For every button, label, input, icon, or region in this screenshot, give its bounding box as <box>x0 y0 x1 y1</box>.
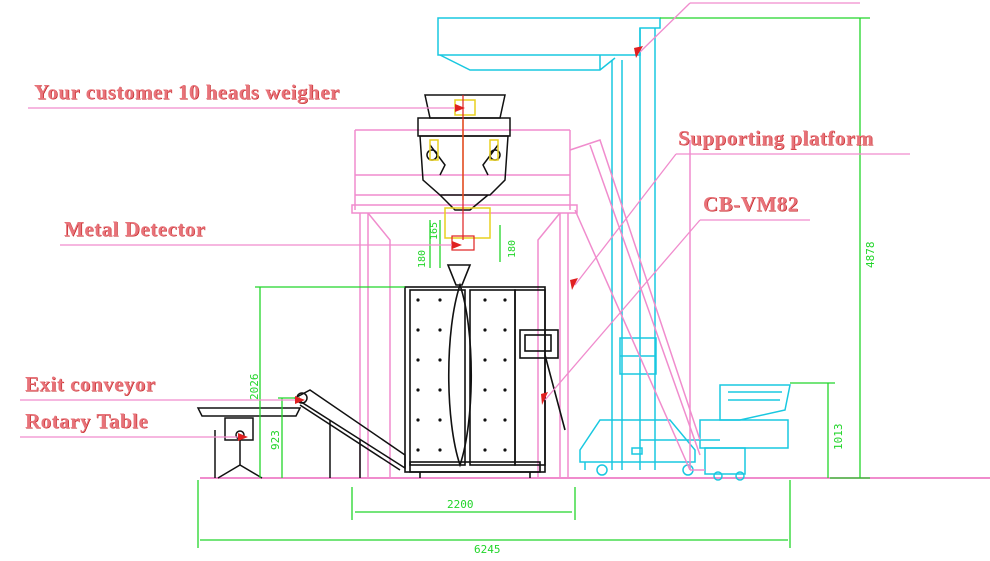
supporting-platform <box>351 129 705 479</box>
dim-hopper-height: 1013 <box>832 424 845 451</box>
multihead-weigher <box>417 94 511 211</box>
callout-model: CB-VM82 <box>703 192 799 216</box>
rotary-table <box>196 407 302 479</box>
callout-rotary-table: Rotary Table <box>25 409 149 433</box>
dim-detector-offset: 165 <box>429 222 440 240</box>
vffs-machine <box>404 264 566 478</box>
bucket-elevator <box>437 17 791 481</box>
exit-conveyor <box>293 389 406 478</box>
callout-exit-conveyor: Exit conveyor <box>25 372 156 396</box>
weigher-yellow-detail <box>429 99 499 239</box>
callout-arrowheads <box>238 46 643 441</box>
dimension-lines <box>197 17 870 548</box>
dim-total-height: 4878 <box>864 242 877 269</box>
dim-platform-width: 2200 <box>447 498 474 511</box>
detector-dimension-labels: 180 165 180 <box>417 222 518 268</box>
callout-leaders <box>20 2 910 438</box>
callout-weigher: Your customer 10 heads weigher <box>34 80 340 104</box>
callout-platform: Supporting platform <box>678 126 874 150</box>
dim-conveyor-height: 923 <box>269 430 282 450</box>
dim-detector-width: 180 <box>507 240 518 258</box>
dimension-labels: 4878 1013 2026 923 2200 6245 <box>248 242 877 557</box>
dim-detector-height: 180 <box>417 250 428 268</box>
dim-machine-height: 2026 <box>248 374 261 401</box>
callout-metal-detector: Metal Detector <box>64 217 206 241</box>
dim-overall-width: 6245 <box>474 543 501 556</box>
vffs-panel-dots <box>416 298 507 452</box>
